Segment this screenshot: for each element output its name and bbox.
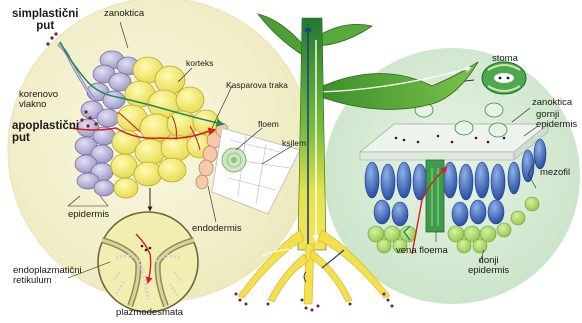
plasmodesmata-zoom [98, 212, 198, 312]
label-apoplasticni-put: apoplastični put [12, 120, 79, 144]
label-zanoktica-right: zanoktica [532, 98, 572, 108]
phloem-vein [426, 160, 444, 232]
label-plazmodesmata: plazmodesmata [116, 308, 183, 318]
label-stoma: stoma [492, 54, 518, 64]
label-endoplazmatski-retikulum: endoplazmatični retikulum [13, 266, 82, 286]
stem [298, 18, 326, 250]
root-tip-dots [235, 293, 394, 312]
label-gornji-epidermis: gornji epidermis [536, 110, 577, 130]
stoma [482, 62, 526, 94]
label-zanoktica-left: zanoktica [104, 9, 144, 19]
label-korenovo-vlakno: korenovo vlakno [19, 90, 58, 110]
label-donji-epidermis: donji epidermis [468, 256, 509, 276]
label-ksilem: ksilem [282, 139, 306, 148]
label-floem: floem [258, 120, 279, 129]
label-vena-floema: vena floema [396, 246, 448, 256]
leaf-top-right [318, 24, 372, 46]
label-simplasticni-put: simplastični put [12, 8, 78, 32]
label-mezofil: mezofil [540, 168, 570, 178]
label-korteks: korteks [186, 59, 213, 68]
label-endodermis: endodermis [192, 224, 242, 234]
label-epidermis: epidermis [68, 210, 109, 220]
label-kasparova-traka: Kasparova traka [226, 81, 288, 90]
